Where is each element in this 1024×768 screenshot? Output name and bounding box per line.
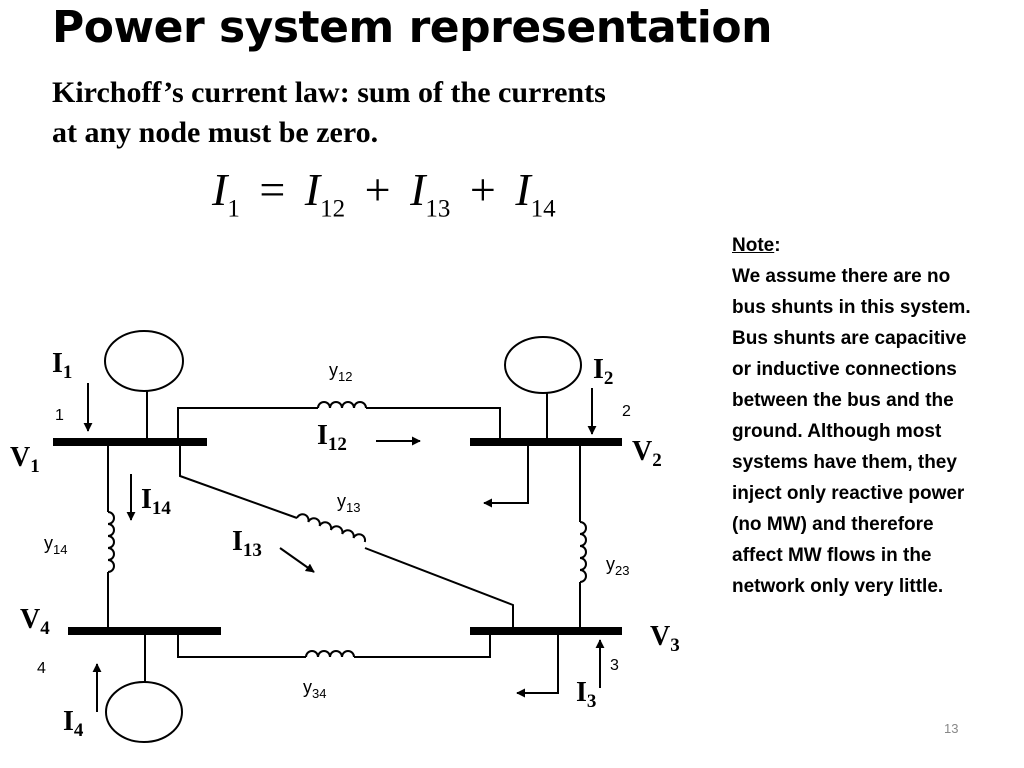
note-line: Bus shunts are capacitive bbox=[732, 328, 967, 349]
slide-title: Power system representation bbox=[52, 2, 772, 53]
eq-term-3-symbol: I bbox=[515, 164, 531, 215]
note-line: ground. Although most bbox=[732, 421, 942, 442]
bus-3-load-tap bbox=[516, 632, 559, 698]
line-1-3-wire-left bbox=[179, 441, 298, 519]
y14-label: y14 bbox=[44, 533, 67, 557]
i2-label: I2 bbox=[593, 354, 613, 389]
note-heading-colon: : bbox=[774, 235, 781, 256]
bus-2-number: 2 bbox=[622, 403, 631, 420]
eq-lhs-symbol: I bbox=[212, 164, 228, 215]
y12-label: y12 bbox=[329, 360, 352, 384]
bus-2-generator-circle bbox=[504, 336, 582, 394]
bus-3-bar bbox=[470, 627, 622, 635]
y34-label: y34 bbox=[303, 677, 326, 701]
eq-term-1-sub: 12 bbox=[320, 195, 346, 223]
bus-1-bar bbox=[53, 438, 207, 446]
eq-lhs-sub: 1 bbox=[227, 195, 240, 223]
bus-4-bar bbox=[68, 627, 221, 635]
bus-3-voltage-label: V3 bbox=[650, 621, 680, 656]
i13-label: I13 bbox=[232, 526, 262, 561]
bus-4-number: 4 bbox=[37, 660, 46, 677]
line-1-2-wire-right bbox=[366, 407, 501, 441]
bus-2-voltage-label: V2 bbox=[632, 436, 662, 471]
line-3-4-wire-left bbox=[177, 632, 306, 658]
note-heading-line: Note: bbox=[732, 230, 1017, 261]
inductor-y13 bbox=[296, 513, 367, 543]
note-box: Note: We assume there are no bus shunts … bbox=[732, 230, 1017, 602]
inductor-y23 bbox=[579, 521, 587, 583]
bus-4-generator-circle bbox=[105, 681, 183, 743]
eq-term-1-symbol: I bbox=[304, 164, 321, 215]
inductor-y12 bbox=[317, 401, 367, 409]
bus-1-voltage-label: V1 bbox=[10, 442, 40, 477]
bus-3-number: 3 bbox=[610, 657, 619, 674]
y23-label: y23 bbox=[606, 554, 629, 578]
note-line: bus shunts in this system. bbox=[732, 297, 971, 318]
bus-2-bar bbox=[470, 438, 622, 446]
bus-1-generator-circle bbox=[104, 330, 184, 392]
eq-plus-1: + bbox=[364, 164, 391, 215]
i3-label: I3 bbox=[576, 677, 596, 712]
line-1-3-wire-right bbox=[364, 547, 514, 632]
line-3-4-wire-right bbox=[354, 632, 491, 658]
i4-label: I4 bbox=[63, 706, 84, 741]
i14-label: I14 bbox=[141, 484, 171, 519]
line-1-2-wire-left bbox=[177, 407, 318, 441]
note-line: affect MW flows in the bbox=[732, 545, 932, 566]
inductor-y34 bbox=[305, 650, 355, 658]
note-line: We assume there are no bbox=[732, 266, 951, 287]
subtitle-line-1: Kirchoff’s current law: sum of the curre… bbox=[52, 76, 606, 109]
bus-2-load-tap bbox=[483, 441, 529, 508]
bus-1-number: 1 bbox=[55, 407, 64, 424]
note-line: systems have them, they bbox=[732, 452, 957, 473]
inductor-y14 bbox=[107, 511, 115, 573]
eq-term-2-symbol: I bbox=[410, 164, 426, 215]
eq-term-2-sub: 13 bbox=[425, 195, 451, 223]
subtitle-line-2: at any node must be zero. bbox=[52, 116, 379, 149]
bus-4-voltage-label: V4 bbox=[20, 604, 50, 639]
i12-label: I12 bbox=[317, 420, 347, 455]
y13-label: y13 bbox=[337, 491, 360, 515]
note-line: network only very little. bbox=[732, 576, 944, 597]
note-line: (no MW) and therefore bbox=[732, 514, 934, 535]
i13-arrow bbox=[279, 547, 315, 573]
i1-label: I1 bbox=[52, 348, 72, 383]
note-line: inject only reactive power bbox=[732, 483, 965, 504]
note-line: between the bus and the bbox=[732, 390, 954, 411]
page-number: 13 bbox=[944, 721, 959, 736]
note-heading: Note bbox=[732, 235, 775, 256]
eq-equals: = bbox=[259, 164, 286, 215]
eq-plus-2: + bbox=[469, 164, 496, 215]
note-line: or inductive connections bbox=[732, 359, 957, 380]
eq-term-3-sub: 14 bbox=[530, 195, 556, 223]
kcl-equation: I1 = I12 + I13 + I14 bbox=[212, 163, 556, 223]
slide-subtitle: Kirchoff’s current law: sum of the curre… bbox=[52, 73, 606, 153]
